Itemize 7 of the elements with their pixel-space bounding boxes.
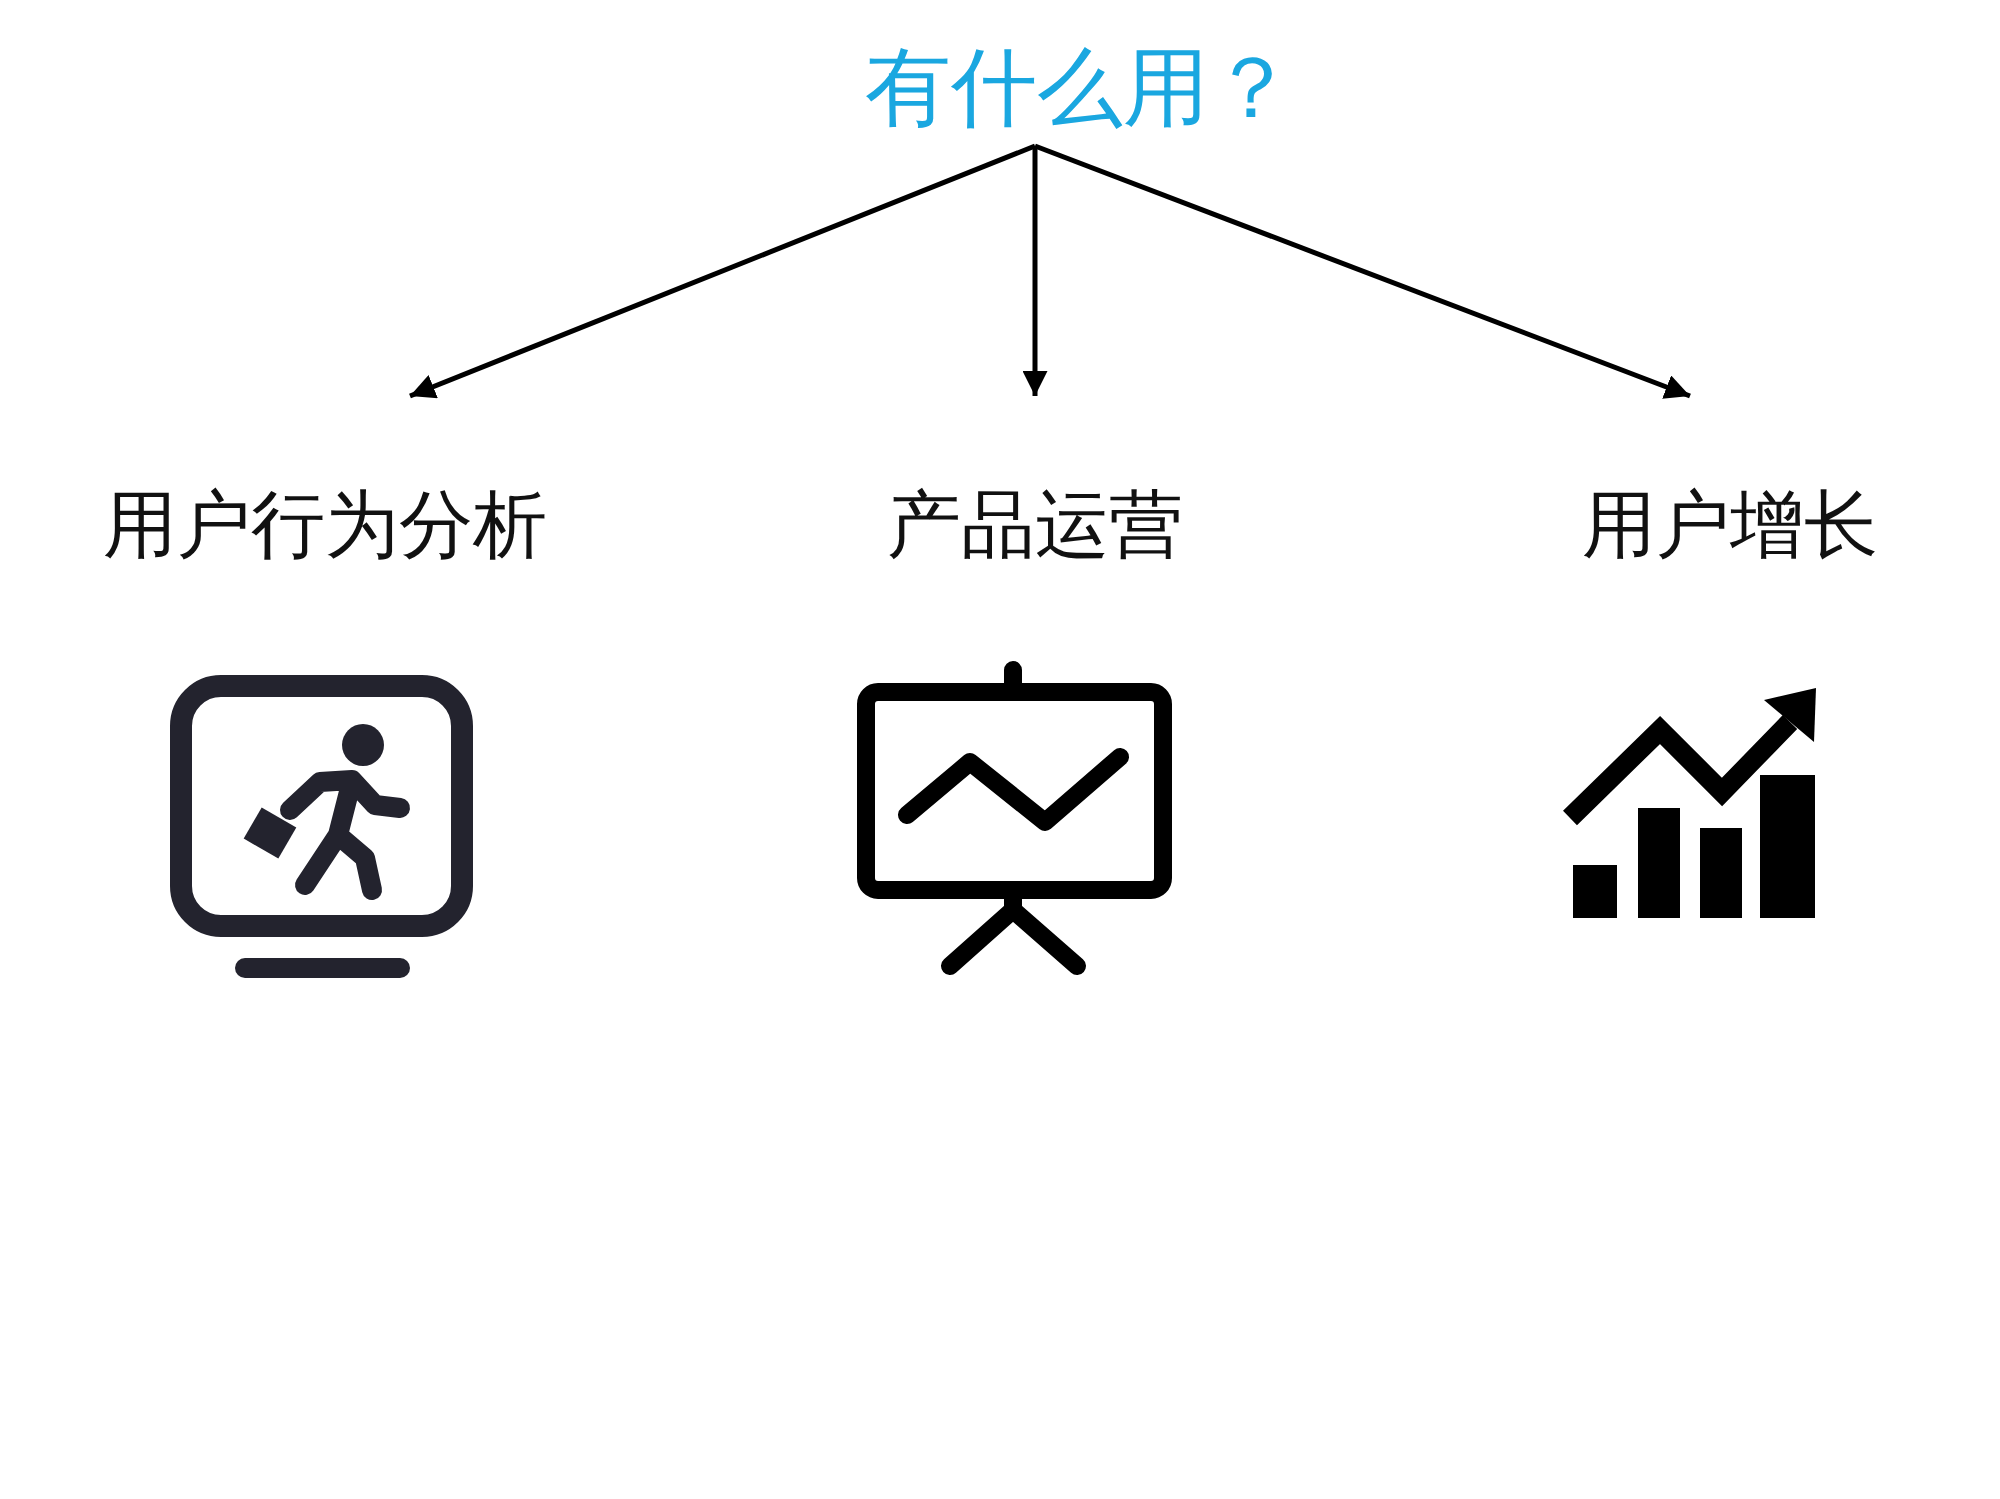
topic-label: 用户增长 <box>1582 480 1878 569</box>
arrow <box>409 143 1036 399</box>
topic-label: 用户行为分析 <box>103 480 547 569</box>
title-text: 有什么用？ <box>865 36 1295 139</box>
topic-label: 产品运营 <box>887 480 1183 569</box>
arrow <box>1034 143 1691 399</box>
arrow <box>1022 146 1048 396</box>
